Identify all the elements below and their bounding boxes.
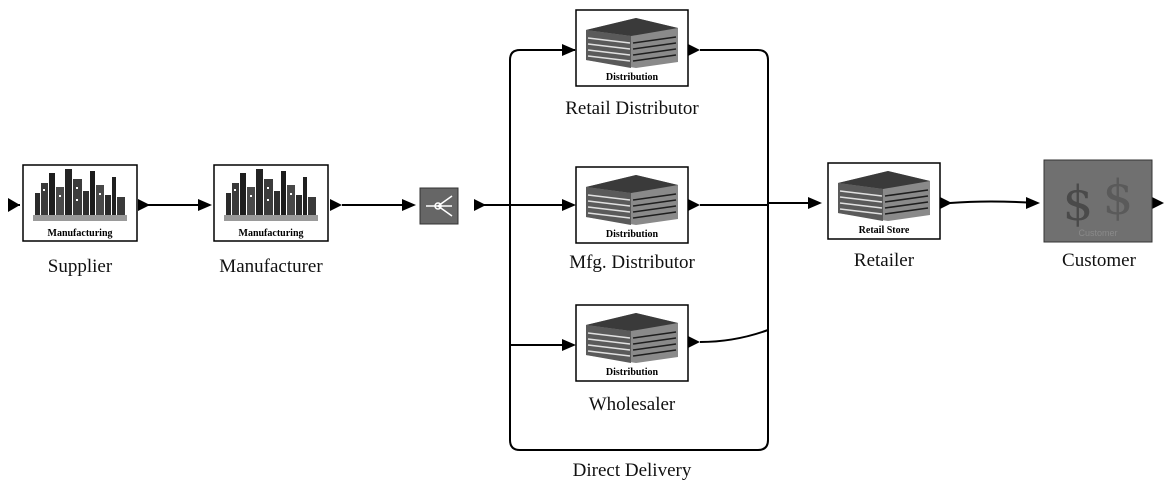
node-label-retailer: Retailer [854, 250, 915, 271]
node-manufacturer[interactable]: Manufacturing Manufacturer [213, 164, 329, 277]
node-label-customer: Customer [1062, 250, 1137, 271]
icon-caption: Distribution [606, 229, 659, 240]
node-retailer[interactable]: Retail Store Retailer [827, 162, 941, 271]
svg-text:$: $ [1063, 176, 1094, 232]
node-label-supplier: Supplier [48, 256, 113, 277]
arrowheads [8, 44, 1164, 351]
icon-caption: Distribution [606, 367, 659, 378]
icon-caption: Customer [1078, 228, 1117, 238]
node-wholesaler[interactable]: Distribution Wholesaler [575, 304, 689, 415]
svg-text:$: $ [1103, 170, 1134, 226]
icon-caption: Manufacturing [48, 228, 113, 239]
icon-caption: Retail Store [859, 225, 910, 236]
customer-icon: $ $ [1063, 170, 1134, 232]
node-label-wholesaler: Wholesaler [589, 394, 676, 415]
node-customer[interactable]: $ $ Customer Customer [1043, 159, 1153, 271]
edge-retailer-customer [949, 200, 1035, 204]
node-label-retail-distributor: Retail Distributor [565, 98, 699, 119]
node-label-manufacturer: Manufacturer [219, 256, 323, 277]
icon-caption: Manufacturing [239, 228, 304, 239]
icon-caption: Distribution [606, 72, 659, 83]
node-mfg-distributor[interactable]: Distribution Mfg. Distributor [569, 166, 695, 273]
direct-delivery-label: Direct Delivery [573, 460, 692, 481]
node-label-mfg-distributor: Mfg. Distributor [569, 252, 695, 273]
splitter-icon [426, 195, 453, 217]
node-supplier[interactable]: Manufacturing Supplier [22, 164, 138, 277]
edge-bus-loop [509, 49, 769, 451]
node-retail-distributor[interactable]: Distribution Retail Distributor [565, 9, 699, 119]
node-splitter[interactable] [419, 187, 459, 225]
